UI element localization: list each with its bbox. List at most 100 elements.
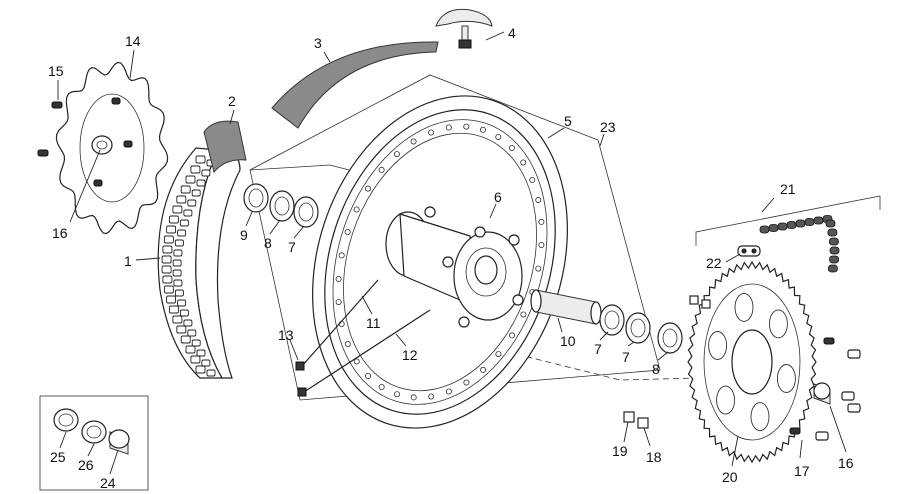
spoke-hole [365,372,372,379]
callout-13: 13 [278,327,294,343]
left-bearing-inner [293,196,319,228]
tread-block [163,285,174,294]
spoke-hole [335,275,342,282]
callout-9: 9 [240,227,248,243]
rim-tape [271,41,439,129]
tread-block [166,225,177,234]
tread-block [174,289,184,297]
callout-12: 12 [402,347,418,363]
callout-8-left: 8 [264,235,272,251]
chain-link [829,246,840,255]
spoke-hole [480,366,487,373]
brake-disc [55,61,169,235]
chain-link [759,225,770,234]
spoke-hole [495,133,502,140]
disc-screws [37,97,133,187]
tread-block [162,275,173,284]
left-oil-seal [243,183,269,213]
callout-18: 18 [646,449,662,465]
callout-8-right: 8 [652,361,660,377]
tread-block [173,249,183,257]
bearing-kit-inset [39,395,149,491]
tread-block [177,299,187,307]
tread-block [166,295,177,304]
tread-block [183,319,193,327]
tread-block [168,215,179,224]
right-oil-seal [657,322,683,354]
sprocket-nuts [623,295,711,429]
chain-link [829,237,839,246]
spoke-hole [353,358,360,365]
tread-block [183,209,193,217]
spoke-hole [335,299,342,306]
chain-link [828,264,838,273]
sprocket-cutout [750,402,770,432]
callout-7-left: 7 [288,239,296,255]
chain-link [786,221,797,229]
chain-master-link [737,245,761,257]
tread-block [174,239,184,247]
spoke-hole [529,176,536,183]
spoke-hole [479,126,486,133]
axle-spacer [530,289,602,325]
spoke-nipple [295,361,307,397]
tread-block [172,205,183,214]
tread-block [161,255,172,264]
tread-block [185,175,196,184]
spoke-hole [445,388,452,395]
spoke-hole [428,393,435,400]
callout-3: 3 [314,35,322,51]
chain-link [804,218,815,226]
tread-block [172,269,182,277]
spoke-hole [344,228,351,235]
tread-block [196,179,206,187]
tread-block [206,369,216,377]
spoke-hole [520,311,527,318]
callout-6: 6 [494,189,502,205]
wheel-hub [385,206,524,328]
callout-17: 17 [794,463,810,479]
callout-26: 26 [78,457,94,473]
sprocket-cutouts [708,292,796,432]
spoke-hole [538,218,545,225]
tread-block [190,165,201,174]
callout-11: 11 [366,315,381,331]
sprocket-cutout [776,364,796,393]
spoke-hole [538,241,545,248]
spoke-hole [428,129,435,136]
chain-link [813,216,824,225]
callout-7-right-a: 7 [594,341,602,357]
sprocket-cutout [708,331,728,360]
spoke-hole [535,196,542,203]
tire-valve [435,8,493,49]
callout-16-disc: 16 [52,225,68,241]
callout-20: 20 [722,469,738,485]
spoke-hole [364,185,371,192]
callout-21: 21 [780,181,796,197]
right-bearing-a [599,304,625,336]
tread-block [162,245,173,254]
spoke-hole [344,340,351,347]
spoke-11 [301,279,379,367]
callout-22: 22 [706,255,722,271]
callout-14: 14 [125,33,141,49]
tread-block [176,325,187,334]
callout-2: 2 [228,93,236,109]
chain-bracket [695,195,881,246]
tread-block [195,155,206,164]
callout-24: 24 [100,475,116,491]
chain-link [827,228,838,237]
spoke-hole [463,379,470,386]
chain-link [768,224,779,232]
tread-block [195,365,206,374]
spoke-hole [378,383,385,390]
spoke-hole [378,166,385,173]
tread-block [191,189,201,197]
callout-15: 15 [48,63,64,79]
spoke-hole [393,391,400,398]
chain-link [829,255,839,264]
callout-labels: 14 15 16 1 2 3 4 5 23 6 9 8 7 10 11 12 1… [48,25,854,491]
tread-block [163,235,174,244]
sprocket-cutout [716,385,736,415]
